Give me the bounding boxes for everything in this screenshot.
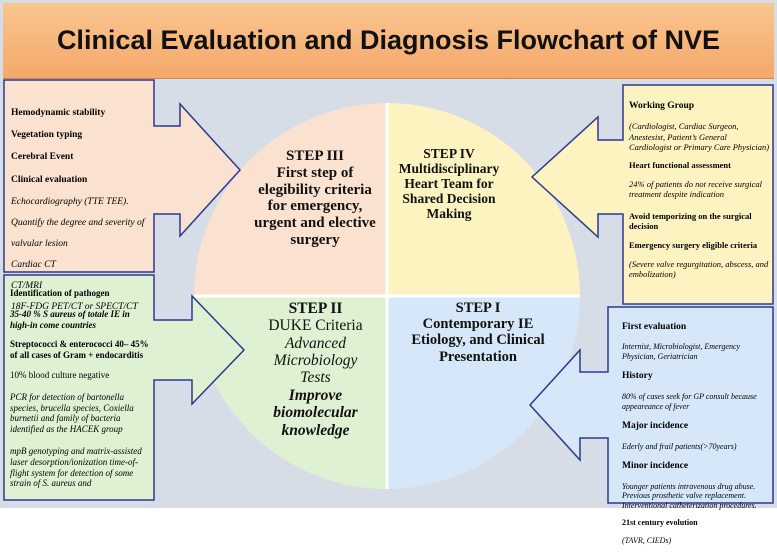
left-bottom-arrow-box bbox=[3, 274, 246, 501]
title-banner: Clinical Evaluation and Diagnosis Flowch… bbox=[3, 3, 774, 79]
quadrant-step2 bbox=[194, 296, 387, 489]
step3-line: elegibility criteria bbox=[258, 181, 372, 198]
avoid-heading: Avoid temporizing on the surgical decisi… bbox=[629, 210, 752, 231]
step3-line: for emergency, bbox=[267, 198, 363, 215]
step1-heading: STEP I bbox=[455, 300, 501, 316]
step4-line: Multidisciplinary bbox=[398, 161, 500, 177]
step2-line: Tests bbox=[300, 369, 331, 387]
pathogen-heading: Identification of pathogen bbox=[10, 288, 110, 298]
right-bottom-arrow-box bbox=[528, 306, 774, 504]
stat-negative: 10% blood culture negative bbox=[10, 369, 110, 380]
step2-line: Improve bbox=[288, 386, 343, 404]
item-hemodynamic: Hemodynamic stability bbox=[11, 107, 106, 118]
history-text: 80% of cases seek for GP consult because… bbox=[622, 391, 757, 411]
step2-line: Advanced bbox=[284, 334, 347, 352]
step2-heading: STEP II bbox=[288, 300, 343, 317]
step3-line: urgent and elective bbox=[254, 215, 376, 232]
pcr-text: PCR for detection of bartonella species,… bbox=[10, 391, 134, 435]
step1-line: Etiology, and Clinical bbox=[411, 332, 545, 349]
stat-saureus: 35-40 % S aureus of totale IE in high-in… bbox=[10, 308, 130, 330]
left-top-box-content: Hemodynamic stability Vegetation typing … bbox=[11, 98, 161, 322]
detail-line: Echocardiography (TTE TEE). bbox=[11, 197, 129, 208]
detail-line: CT/MRI bbox=[11, 280, 43, 291]
major-text: Ederly and frail patients(>70years) bbox=[622, 441, 737, 451]
history-heading: History bbox=[622, 371, 653, 382]
step3-line: surgery bbox=[290, 231, 340, 248]
mpb-text: mpB genotyping and matrix-assisted laser… bbox=[10, 445, 142, 489]
heart-assessment-heading: Heart functional assessment bbox=[629, 160, 731, 171]
right-top-arrow-box bbox=[530, 84, 774, 305]
diagram-title: Clinical Evaluation and Diagnosis Flowch… bbox=[56, 25, 721, 55]
step1-text: STEP I Contemporary IE Etiology, and Cli… bbox=[398, 300, 558, 365]
step4-heading: STEP IV bbox=[423, 146, 475, 161]
left-bottom-box-content: Identification of pathogen 35-40 % S aur… bbox=[10, 279, 150, 498]
detail-line: valvular lesion bbox=[11, 238, 68, 249]
step4-text: STEP IV Multidisciplinary Heart Team for… bbox=[378, 146, 520, 222]
detail-line: Cardiac CT bbox=[11, 259, 56, 270]
step1-line: Presentation bbox=[439, 348, 517, 365]
left-top-arrow-box bbox=[3, 79, 242, 273]
first-eval-text: Internist, Microbiologist, Emergency Phy… bbox=[622, 342, 741, 361]
heart-assessment-text: 24% of patients do not receive surgical … bbox=[629, 179, 762, 200]
step2-text: STEP II DUKE Criteria Advanced Microbiol… bbox=[248, 300, 383, 439]
first-eval-heading: First evaluation bbox=[622, 321, 687, 332]
item-vegetation: Vegetation typing bbox=[11, 129, 83, 140]
quadrant-step4 bbox=[387, 103, 580, 296]
step3-line: First step of bbox=[276, 164, 354, 181]
item-clinical: Clinical evaluation bbox=[11, 174, 88, 185]
minor-heading: Minor incidence bbox=[622, 460, 689, 471]
step2-line: Microbiology bbox=[273, 352, 358, 370]
major-heading: Major incidence bbox=[622, 420, 689, 431]
century-heading: 21st century evolution bbox=[622, 518, 698, 528]
minor-text: Younger patients intravenous drug abuse.… bbox=[622, 481, 757, 510]
step2-line: knowledge bbox=[281, 421, 350, 439]
step1-line: Contemporary IE bbox=[422, 316, 534, 333]
emergency-heading: Emergency surgery eligible criteria bbox=[629, 239, 758, 250]
step2-line: biomolecular bbox=[273, 404, 358, 422]
flow-graphics bbox=[3, 79, 774, 504]
detail-line: Quantify the degree and severity of bbox=[11, 217, 145, 228]
step3-text: STEP III First step of elegibility crite… bbox=[236, 148, 394, 249]
step4-line: Shared Decision bbox=[402, 191, 496, 207]
century-text: (TAVR, CIEDs) bbox=[622, 535, 672, 545]
quadrant-step1 bbox=[387, 296, 580, 489]
item-cerebral: Cerebral Event bbox=[11, 152, 74, 163]
right-bottom-box-content: First evaluation Internist, Microbiologi… bbox=[622, 312, 770, 554]
stat-strepto: Streptococci & enterococci 40– 45% of al… bbox=[10, 339, 149, 361]
emergency-text: (Severe valve regurgitation, abscess, an… bbox=[629, 258, 769, 279]
step4-line: Making bbox=[426, 206, 472, 222]
right-top-box-content: Working Group (Cardiologist, Cardiac Sur… bbox=[629, 91, 771, 287]
step4-line: Heart Team for bbox=[404, 176, 494, 192]
detail-line: 18F-FDG PET/CT or SPECT/CT bbox=[11, 301, 138, 312]
step2-duke: DUKE Criteria bbox=[268, 317, 363, 335]
step3-heading: STEP III bbox=[286, 148, 344, 164]
working-group-text: (Cardiologist, Cardiac Surgeon, Anestesi… bbox=[629, 121, 770, 152]
quadrant-step3 bbox=[194, 103, 387, 296]
working-group-heading: Working Group bbox=[629, 100, 695, 111]
